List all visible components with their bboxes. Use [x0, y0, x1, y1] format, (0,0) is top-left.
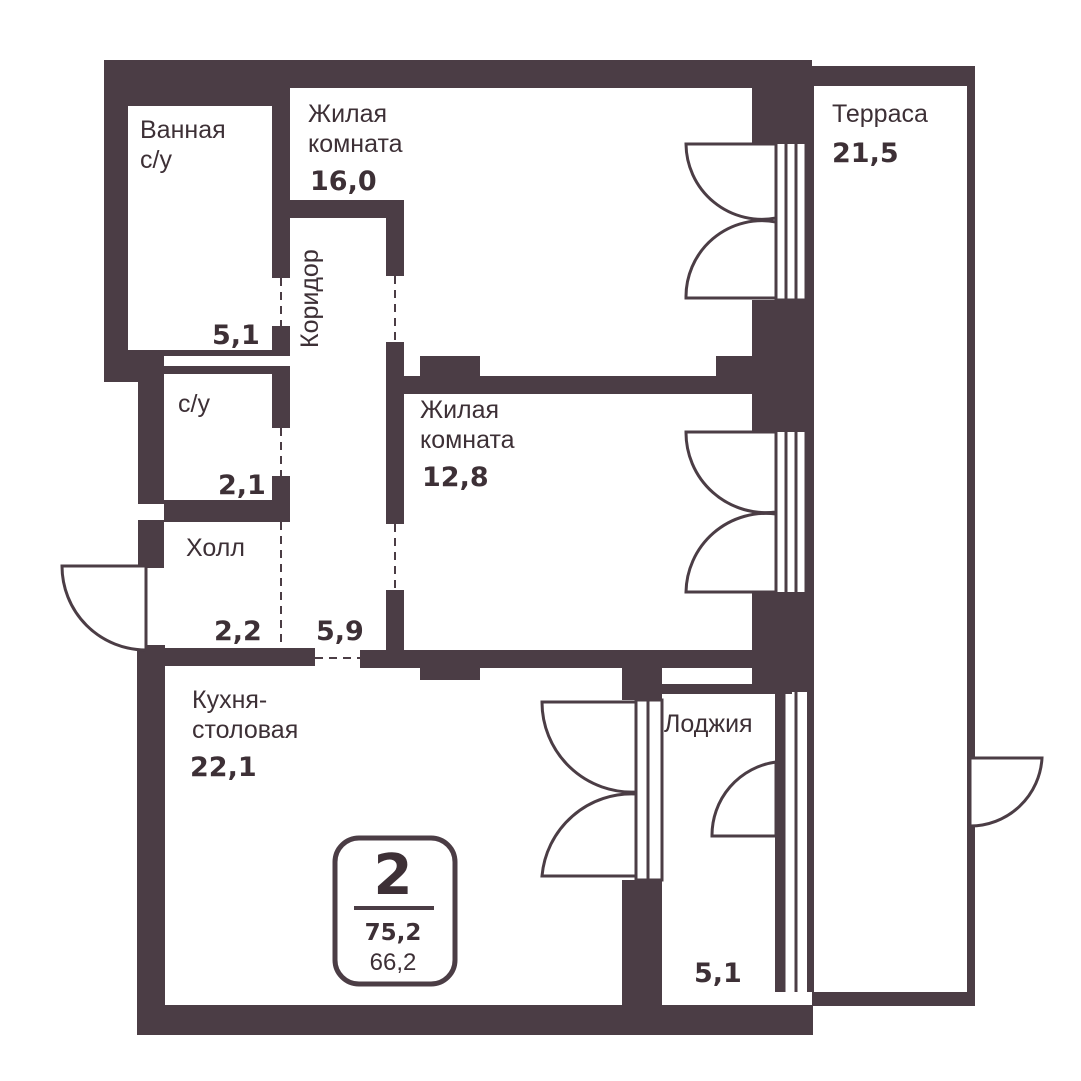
doors: [60, 142, 1044, 878]
kitchen-name-1: Кухня-: [192, 686, 267, 714]
loggia-area: 5,1: [694, 958, 742, 989]
bathroom-name-1: Ванная: [140, 116, 226, 144]
loggia-name: Лоджия: [664, 710, 753, 738]
living1-name-1: Жилая: [308, 100, 387, 128]
corridor-name: Коридор: [296, 249, 324, 348]
living1-area: 16,0: [310, 166, 377, 197]
living1-name-2: комната: [308, 130, 403, 158]
hall-name: Холл: [186, 534, 245, 562]
apartment-badge: 2 75,2 66,2: [332, 835, 458, 987]
badge-divider: [354, 906, 434, 910]
kitchen-name-2: столовая: [192, 716, 298, 744]
living2-name-2: комната: [420, 426, 515, 454]
kitchen-area: 22,1: [190, 752, 257, 783]
bathroom-area: 5,1: [212, 320, 260, 351]
windows: [634, 138, 808, 992]
living2-name-1: Жилая: [420, 396, 499, 424]
wc-name: с/у: [178, 390, 210, 418]
badge-total-area: 75,2: [365, 920, 422, 946]
walls: [104, 60, 975, 1035]
bathroom-name-2: с/у: [140, 146, 172, 174]
corridor-area: 5,9: [316, 616, 364, 647]
hall-area: 2,2: [214, 616, 262, 647]
badge-rooms: 2: [374, 843, 413, 908]
wc-area: 2,1: [218, 470, 266, 501]
terrace-name: Терраса: [832, 100, 928, 128]
badge-living-area: 66,2: [370, 949, 417, 976]
living2-area: 12,8: [422, 462, 489, 493]
passages: [280, 276, 396, 659]
room-labels: Ванная с/у 5,1 Жилая комната 16,0 Коридо…: [140, 100, 928, 989]
badge-frame: [332, 835, 458, 987]
terrace-area: 21,5: [832, 138, 899, 169]
